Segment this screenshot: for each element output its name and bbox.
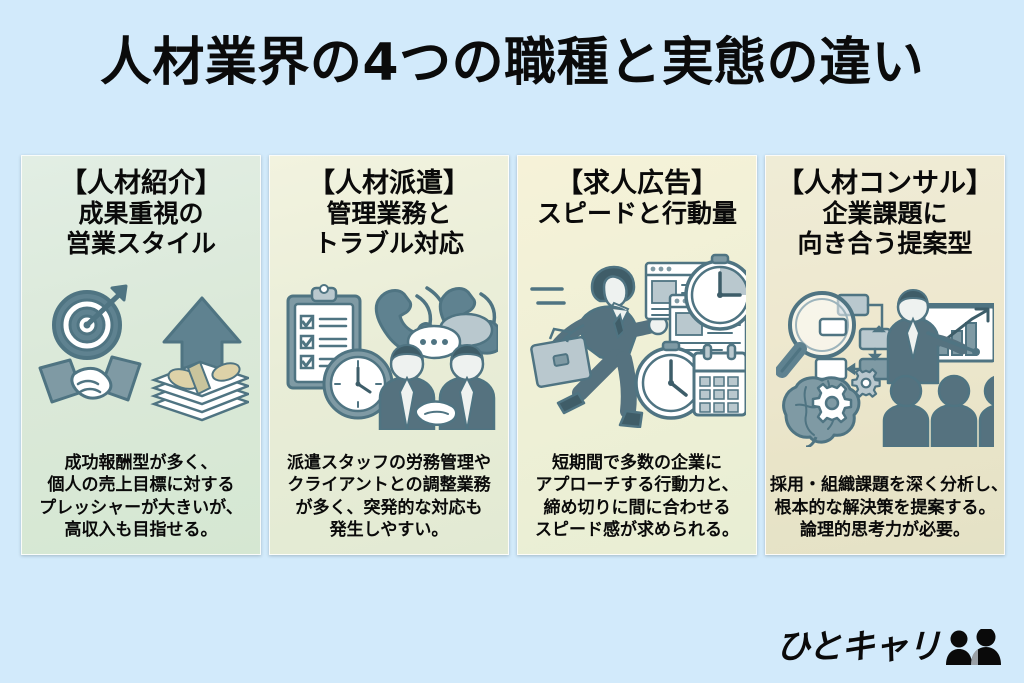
card-body: 派遣スタッフの労務管理や クライアントとの調整業務 が多く、突発的な対応も 発生… — [270, 452, 508, 554]
card-subtitle-line-1: 企業課題に — [822, 199, 948, 229]
card-title: 【人材コンサル】 — [777, 168, 993, 199]
card-subtitle-line-2: 向き合う提案型 — [797, 229, 973, 259]
audience-person-1 — [882, 374, 930, 447]
card-body-line-1: 採用・組織課題を深く分析し、 — [770, 475, 1005, 496]
target-arrow-icon — [51, 284, 127, 361]
running-businessman-icon — [530, 265, 669, 428]
audience-person-2 — [930, 374, 978, 447]
stopwatch-icon — [684, 253, 746, 331]
card-title: 【人材派遣】 — [308, 168, 470, 199]
card-kyujin-koukoku[interactable]: 【求人広告】 スピードと行動量 — [517, 155, 757, 555]
card-body-line-4: 高収入も目指せる。 — [64, 520, 218, 541]
page-title: 人材業界の4つの職種と実態の違い — [99, 33, 925, 93]
money-stack-icon — [149, 361, 249, 422]
card-body-line-1: 短期間で多数の企業に — [552, 452, 722, 473]
card-header: 【求人広告】 スピードと行動量 — [518, 156, 756, 229]
card-body-line-1: 成功報酬型が多く、 — [64, 452, 218, 473]
card-illustration — [270, 259, 508, 451]
audience-person-3 — [978, 375, 994, 447]
card-header: 【人材コンサル】 企業課題に 向き合う提案型 — [766, 156, 1004, 259]
card-illustration — [766, 259, 1004, 474]
card-body-line-3: 論理的思考力が必要。 — [800, 520, 970, 541]
card-body-line-3: プレッシャーが大きいが、 — [39, 497, 243, 518]
card-illustration — [518, 229, 756, 451]
card-header: 【人材紹介】 成果重視の 営業スタイル — [22, 156, 260, 259]
card-body-line-2: 個人の売上目標に対する — [47, 475, 235, 496]
illustration-group-staffing — [286, 284, 498, 431]
card-title: 【求人広告】 — [556, 168, 718, 199]
clock-icon — [322, 348, 394, 420]
brain-gears-icon — [782, 367, 881, 447]
card-body-line-4: スピード感が求められる。 — [535, 520, 739, 541]
illustration-group-consulting — [776, 288, 994, 447]
up-arrow-icon — [162, 296, 241, 370]
card-jinzai-shoukai[interactable]: 【人材紹介】 成果重視の 営業スタイル — [21, 155, 261, 555]
gear-icon — [811, 382, 853, 423]
handshake-icon — [38, 355, 141, 404]
card-subtitle-line-2: 営業スタイル — [65, 229, 216, 259]
illustration-group-jobads — [530, 253, 746, 428]
stopwatch-icon-2 — [634, 340, 708, 420]
card-row: 【人材紹介】 成果重視の 営業スタイル — [21, 155, 1005, 555]
card-jinzai-haken[interactable]: 【人材派遣】 管理業務と トラブル対応 — [269, 155, 509, 555]
gear-icon-2 — [851, 367, 881, 398]
two-people-icon — [946, 629, 1001, 665]
card-subtitle-line-2: トラブル対応 — [313, 229, 464, 259]
calendar-icon — [692, 343, 746, 417]
brand-logo[interactable]: ひとキャリ — [776, 629, 1002, 665]
card-body-line-4: 発生しやすい。 — [329, 520, 449, 541]
audience-icon — [882, 374, 994, 447]
card-body: 成功報酬型が多く、 個人の売上目標に対する プレッシャーが大きいが、 高収入も目… — [22, 452, 260, 554]
card-jinzai-consul[interactable]: 【人材コンサル】 企業課題に 向き合う提案型 — [765, 155, 1005, 555]
card-body-line-3: 締め切りに間に合わせる — [543, 497, 731, 518]
card-body-line-2: アプローチする行動力と、 — [535, 475, 739, 496]
card-subtitle-line-1: 成果重視の — [78, 199, 204, 229]
card-subtitle-line-1: スピードと行動量 — [536, 199, 737, 229]
speed-lines-icon — [530, 287, 566, 305]
handshake-people-icon — [378, 344, 496, 431]
illustration-group-recruiting — [38, 284, 249, 422]
person-right — [438, 344, 496, 431]
card-body: 採用・組織課題を深く分析し、 根本的な解決策を提案する。 論理的思考力が必要。 — [766, 474, 1004, 554]
card-body-line-1: 派遣スタッフの労務管理や — [287, 452, 491, 473]
briefcase-icon — [530, 327, 592, 388]
page-title-container: 人材業界の4つの職種と実態の違い — [0, 34, 1024, 92]
card-subtitle-line-1: 管理業務と — [326, 199, 452, 229]
card-body: 短期間で多数の企業に アプローチする行動力と、 締め切りに間に合わせる スピード… — [518, 452, 756, 554]
card-title: 【人材紹介】 — [60, 168, 222, 199]
card-body-line-2: クライアントとの調整業務 — [287, 475, 491, 496]
card-body-line-2: 根本的な解決策を提案する。 — [774, 497, 996, 518]
brand-logo-text: ひとキャリ — [776, 627, 941, 667]
magnifier-flowchart-icon — [776, 290, 892, 380]
presenter-chart-icon — [886, 288, 994, 384]
card-illustration — [22, 259, 260, 451]
card-header: 【人材派遣】 管理業務と トラブル対応 — [270, 156, 508, 259]
card-body-line-3: が多く、突発的な対応も — [295, 497, 483, 518]
